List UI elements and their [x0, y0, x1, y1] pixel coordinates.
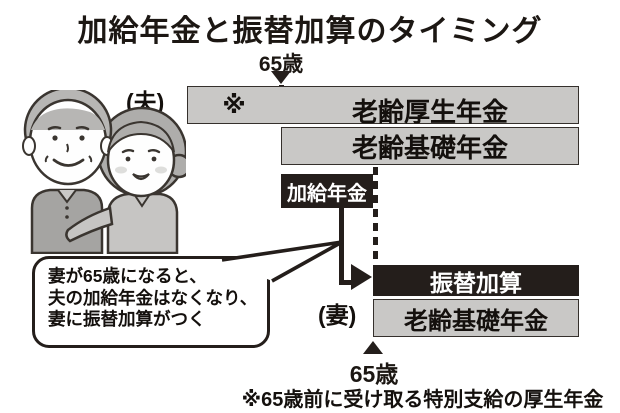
- connector-horizontal-line: [339, 280, 353, 285]
- elderly-couple-illustration: [22, 90, 186, 254]
- husband-age-65-label: 65歳: [258, 53, 304, 76]
- furikae-kasan-bar: 振替加算: [373, 265, 579, 296]
- wife-age-65-arrow-up-icon: [363, 341, 383, 354]
- callout-tail: [221, 240, 343, 283]
- callout-bubble: 妻が65歳になると、 夫の加給年金はなくなり、 妻に振替加算がつく: [32, 256, 270, 348]
- husband-kiso-pension-label: 老齢基礎年金: [351, 132, 508, 163]
- husband-kiso-pension-bar: 老齢基礎年金: [281, 127, 579, 165]
- footnote-reference-mark: ※: [222, 92, 246, 119]
- kakyuu-pension-label: 加給年金: [287, 182, 367, 205]
- footnote: ※65歳前に受け取る特別支給の厚生年金: [241, 389, 604, 411]
- connector-arrow-right-icon: [351, 264, 372, 290]
- wife-kiso-pension-label: 老齢基礎年金: [404, 307, 548, 335]
- callout-line-1: 妻が65歳になると、: [48, 266, 207, 286]
- wife-age-65-label: 65歳: [349, 361, 399, 387]
- husband-kosei-pension-bar: [187, 86, 579, 124]
- diagram-title: 加給年金と振替加算のタイミング: [77, 15, 543, 48]
- kakyuu-pension-bar: 加給年金: [281, 174, 373, 208]
- wife-kiso-pension-bar: 老齢基礎年金: [373, 299, 579, 337]
- wife-age-65-dashed-line: [373, 167, 378, 264]
- callout-line-2: 夫の加給年金はなくなり、: [48, 287, 258, 308]
- callout-line-3: 妻に振替加算がつく: [48, 309, 206, 329]
- wife-label: (妻): [318, 302, 357, 328]
- connector-vertical-line: [339, 208, 344, 285]
- husband-kosei-pension-label: 老齢厚生年金: [351, 97, 508, 127]
- furikae-kasan-label: 振替加算: [430, 269, 522, 296]
- husband-age-65-arrow-down-icon: [271, 71, 291, 84]
